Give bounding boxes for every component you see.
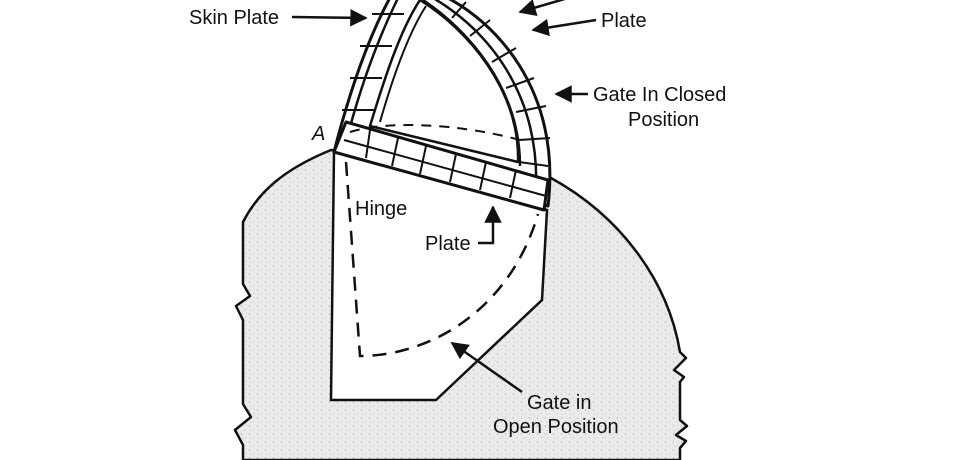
bottom-plate-ribs: [365, 129, 517, 199]
skin-plate-arrow: [291, 9, 368, 27]
plate-top-arrow: [531, 18, 597, 37]
label-gate-open-2: Open Position: [493, 416, 619, 438]
gate-open-arrow: [450, 341, 523, 394]
label-plate-lower: Plate: [425, 233, 471, 255]
gate-inner-frame-2: [379, 5, 427, 123]
skin-ribs-left: [342, 13, 404, 111]
label-plate-top: Plate: [601, 10, 647, 32]
skin-ribs-right: [451, 1, 551, 167]
label-point-a: A: [311, 123, 325, 145]
label-gate-closed-2: Position: [628, 109, 699, 131]
label-gate-closed-1: Gate In Closed: [593, 84, 726, 106]
label-gate-open-1: Gate in: [527, 392, 591, 414]
gate-arc-inner: [433, 0, 538, 191]
gate-open-dashed: [344, 161, 540, 358]
label-skin-plate: Skin Plate: [189, 7, 279, 29]
label-hinge: Hinge: [355, 198, 407, 220]
gate-inner-frame: [368, 0, 520, 164]
plate-lower-arrow: [478, 205, 502, 245]
gate-closed-dashed: [349, 124, 521, 141]
top-arrow-cropped: [518, 0, 566, 16]
gate-skin-inner: [344, 0, 399, 143]
